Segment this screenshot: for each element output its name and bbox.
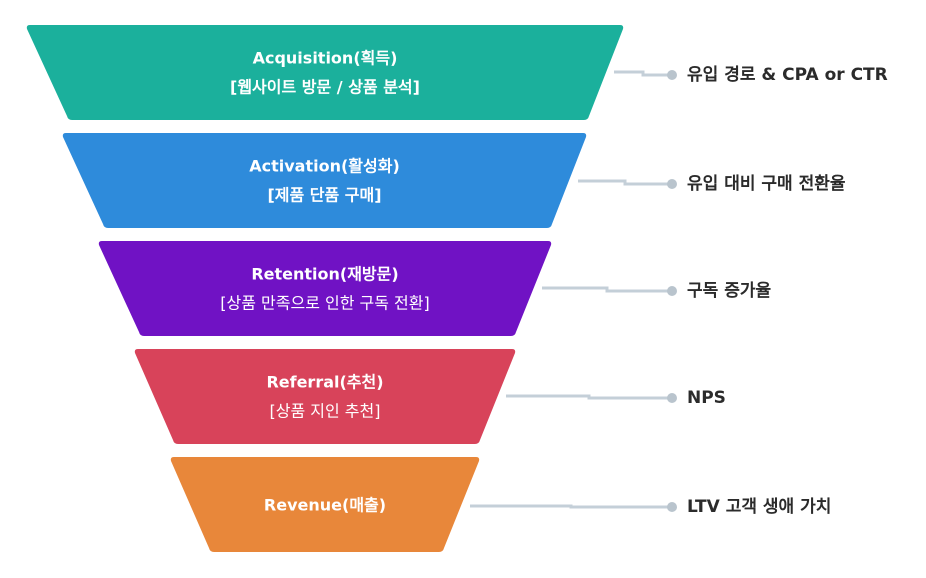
connector-dot (667, 393, 677, 403)
funnel-stage-title: Acquisition(획득) (253, 49, 398, 68)
stage-metric-label: NPS (687, 388, 726, 408)
funnel-stage-2: Activation(활성화) [제품 단품 구매] 유입 대비 구매 전환율 (62, 133, 846, 228)
funnel-stage-shape (170, 457, 480, 552)
funnel-stage-1: Acquisition(획득) [웹사이트 방문 / 상품 분석] 유입 경로 & … (26, 25, 888, 120)
funnel-stage-subtitle: [상품 지인 추천] (270, 402, 381, 421)
funnel-stage-subtitle: [웹사이트 방문 / 상품 분석] (230, 78, 420, 97)
funnel-stage-shape (134, 349, 516, 444)
stage-metric-label: 유입 대비 구매 전환율 (687, 174, 846, 194)
connector-dot (667, 286, 677, 296)
connector-dot (667, 70, 677, 80)
funnel-stage-title: Activation(활성화) (249, 157, 400, 176)
connector-line (506, 394, 672, 400)
connector-line (542, 286, 672, 293)
funnel-stage-subtitle: [상품 만족으로 인한 구독 전환] (220, 294, 429, 313)
funnel-stage-title: Revenue(매출) (264, 496, 386, 515)
stage-metric-label: 유입 경로 & CPA or CTR (687, 65, 888, 85)
funnel-stage-shape (98, 241, 552, 336)
connector-line (614, 70, 672, 77)
funnel-stage-shape (26, 25, 624, 120)
funnel-stage-subtitle: [제품 단품 구매] (267, 186, 381, 205)
funnel-stage-title: Retention(재방문) (251, 265, 398, 284)
funnel-stage-5: Revenue(매출) LTV 고객 생애 가치 (170, 457, 831, 552)
funnel-stage-shape (62, 133, 587, 228)
connector-dot (667, 179, 677, 189)
funnel-stage-title: Referral(추천) (266, 373, 383, 392)
stage-metric-label: LTV 고객 생애 가치 (687, 497, 831, 517)
funnel-stage-3: Retention(재방문) [상품 만족으로 인한 구독 전환] 구독 증가율 (98, 241, 771, 336)
connector-dot (667, 502, 677, 512)
funnel-stage-4: Referral(추천) [상품 지인 추천] NPS (134, 349, 726, 444)
stage-metric-label: 구독 증가율 (687, 281, 771, 301)
connector-line (578, 179, 672, 186)
connector-line (470, 504, 672, 509)
